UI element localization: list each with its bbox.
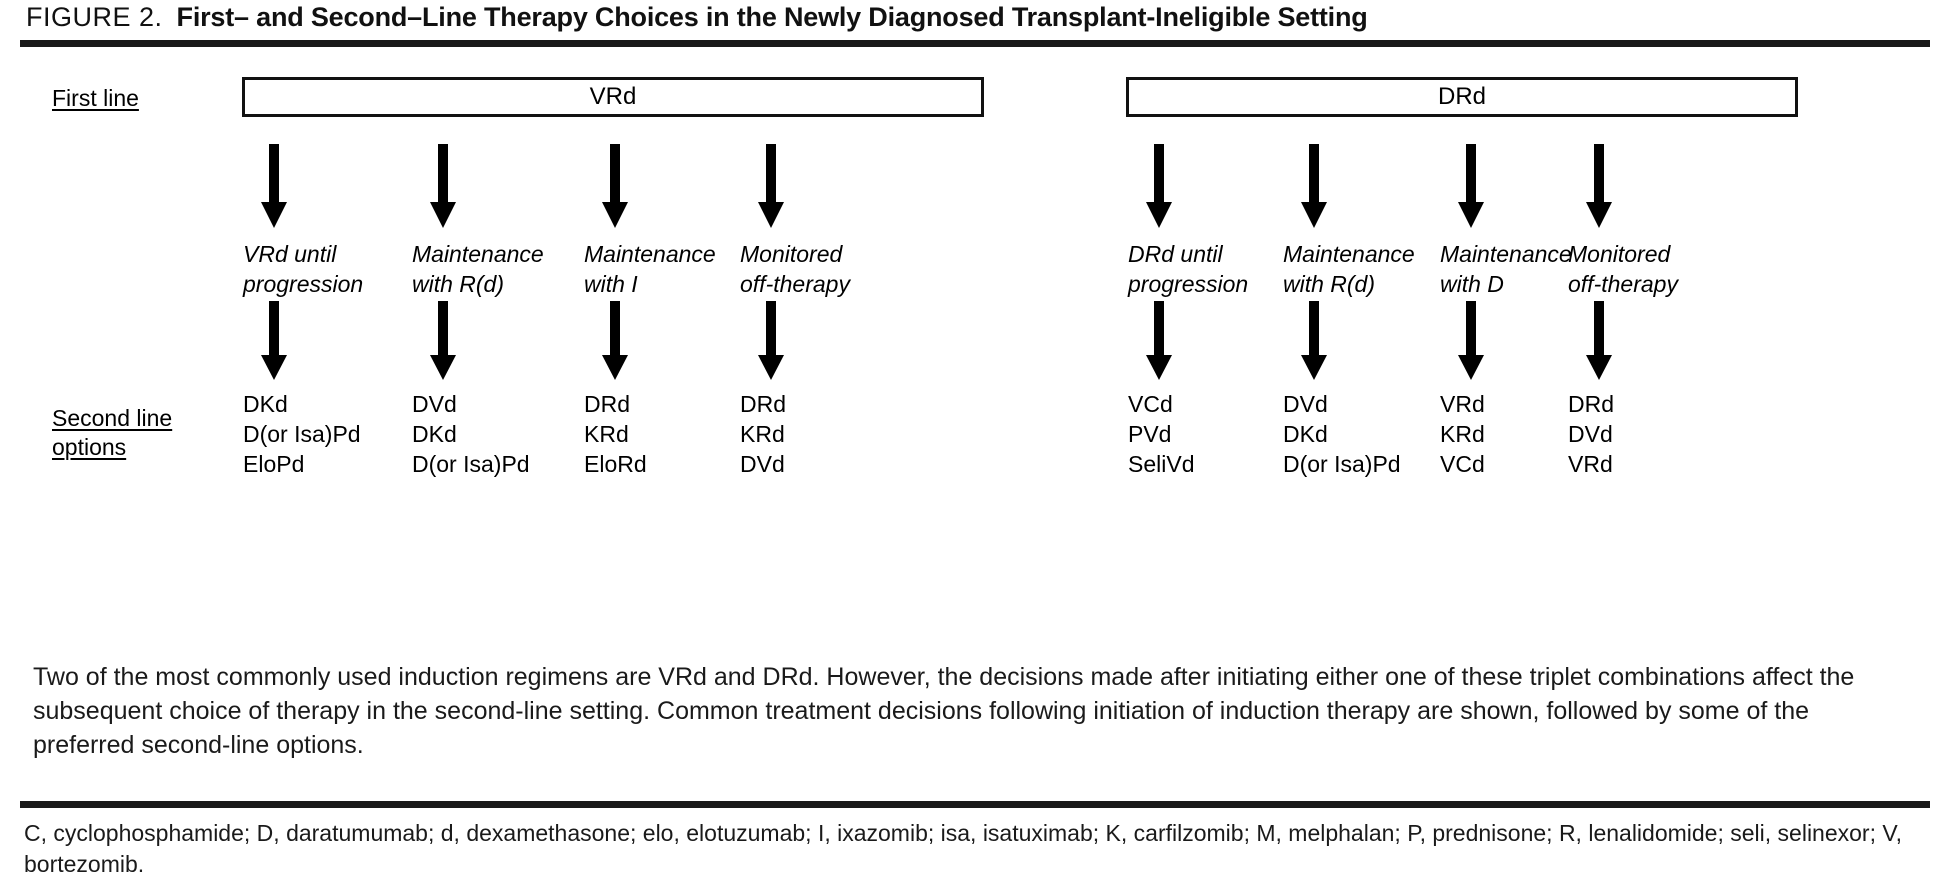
option-item: DRd [740, 391, 787, 417]
down-arrow-icon [758, 144, 784, 228]
footer-divider [20, 801, 1930, 808]
option-item: DKd [1283, 421, 1328, 447]
option-item: EloRd [584, 451, 647, 477]
option-item: PVd [1128, 421, 1172, 447]
flow-column-4-label: Monitored off-therapy [740, 241, 850, 297]
down-arrow-icon [1458, 301, 1484, 380]
option-item: KRd [1440, 421, 1485, 447]
second-line-options-6: DVd DKd D(or Isa)Pd [1283, 389, 1458, 479]
flow-column-5-label: DRd until progression [1128, 241, 1249, 297]
flow-column-6-label: Maintenance with R(d) [1283, 241, 1415, 297]
second-line-options-4: DRd KRd DVd [740, 389, 915, 479]
option-item: KRd [740, 421, 785, 447]
option-item: VRd [1440, 391, 1485, 417]
option-item: VCd [1128, 391, 1173, 417]
columns-container: VRd until progression DKd D(or Isa)Pd El… [0, 47, 1942, 637]
option-item: DKd [412, 421, 457, 447]
option-item: VCd [1440, 451, 1485, 477]
arrow-bottom-wrap-5 [1128, 299, 1303, 381]
row-label-first-line: First line [52, 84, 139, 113]
flow-column-8-label: Monitored off-therapy [1568, 241, 1678, 297]
flow-column-7: Maintenance with D VRd KRd VCd [1440, 142, 1615, 479]
regimen-box-drd-label: DRd [1437, 83, 1486, 110]
option-item: VRd [1568, 451, 1613, 477]
arrow-bottom-wrap-3 [584, 299, 759, 381]
flow-column-1: VRd until progression DKd D(or Isa)Pd El… [243, 142, 418, 479]
row-label-first-line-text: First line [52, 85, 139, 111]
row-label-second-line-text-1: Second line [52, 405, 173, 431]
down-arrow-icon [1458, 144, 1484, 228]
option-item: D(or Isa)Pd [243, 421, 361, 447]
flow-column-1-label: VRd until progression [243, 241, 364, 297]
option-item: D(or Isa)Pd [412, 451, 530, 477]
row-label-second-line: Second line options [52, 404, 172, 462]
down-arrow-icon [1301, 144, 1327, 228]
arrow-top-wrap-5 [1128, 142, 1303, 229]
figure-number: FIGURE 2. [26, 2, 163, 32]
flow-column-6: Maintenance with R(d) DVd DKd D(or Isa)P… [1283, 142, 1458, 479]
regimen-box-vrd-label: VRd [589, 83, 637, 110]
option-item: EloPd [243, 451, 305, 477]
flow-column-3-label: Maintenance with I [584, 241, 716, 297]
arrow-top-wrap-6 [1283, 142, 1458, 229]
option-item: SeliVd [1128, 451, 1195, 477]
down-arrow-icon [758, 301, 784, 380]
option-item: DVd [1568, 421, 1613, 447]
row-label-second-line-text-2: options [52, 434, 127, 460]
down-arrow-icon [261, 301, 287, 380]
option-item: DVd [412, 391, 457, 417]
arrow-top-wrap-1 [243, 142, 418, 229]
down-arrow-icon [261, 144, 287, 228]
arrow-top-wrap-4 [740, 142, 915, 229]
regimen-box-drd: DRd [1126, 77, 1798, 117]
flow-column-3: Maintenance with I DRd KRd EloRd [584, 142, 759, 479]
down-arrow-icon [1146, 144, 1172, 228]
arrow-bottom-wrap-6 [1283, 299, 1458, 381]
down-arrow-icon [602, 301, 628, 380]
regimen-box-vrd: VRd [242, 77, 984, 117]
second-line-options-8: DRd DVd VRd [1568, 389, 1743, 479]
option-item: D(or Isa)Pd [1283, 451, 1401, 477]
option-item: DKd [243, 391, 288, 417]
arrow-top-wrap-7 [1440, 142, 1615, 229]
header-divider [20, 40, 1930, 47]
arrow-bottom-wrap-2 [412, 299, 587, 381]
second-line-options-7: VRd KRd VCd [1440, 389, 1615, 479]
second-line-options-3: DRd KRd EloRd [584, 389, 759, 479]
flow-column-2-label: Maintenance with R(d) [412, 241, 544, 297]
option-item: DVd [1283, 391, 1328, 417]
down-arrow-icon [430, 144, 456, 228]
down-arrow-icon [1586, 301, 1612, 380]
arrow-bottom-wrap-1 [243, 299, 418, 381]
second-line-options-5: VCd PVd SeliVd [1128, 389, 1303, 479]
flow-column-4: Monitored off-therapy DRd KRd DVd [740, 142, 915, 479]
flow-column-8: Monitored off-therapy DRd DVd VRd [1568, 142, 1743, 479]
flow-column-2: Maintenance with R(d) DVd DKd D(or Isa)P… [412, 142, 587, 479]
figure-caption: Two of the most commonly used induction … [33, 663, 1855, 759]
arrow-bottom-wrap-8 [1568, 299, 1743, 381]
arrow-bottom-wrap-7 [1440, 299, 1615, 381]
option-item: DRd [1568, 391, 1615, 417]
down-arrow-icon [430, 301, 456, 380]
arrow-bottom-wrap-4 [740, 299, 915, 381]
page-title: First– and Second–Line Therapy Choices i… [176, 2, 1368, 32]
down-arrow-icon [602, 144, 628, 228]
option-item: DVd [740, 451, 785, 477]
figure-header: FIGURE 2. First– and Second–Line Therapy… [26, 2, 1368, 33]
arrow-top-wrap-3 [584, 142, 759, 229]
down-arrow-icon [1301, 301, 1327, 380]
option-item: KRd [584, 421, 629, 447]
abbreviations-footnote: C, cyclophosphamide; D, daratumumab; d, … [24, 820, 1902, 877]
arrow-top-wrap-2 [412, 142, 587, 229]
down-arrow-icon [1146, 301, 1172, 380]
therapy-flow-diagram: First line Second line options VRd DRd V… [0, 47, 1942, 637]
arrow-top-wrap-8 [1568, 142, 1743, 229]
second-line-options-1: DKd D(or Isa)Pd EloPd [243, 389, 418, 479]
flow-column-7-label: Maintenance with D [1440, 241, 1572, 297]
option-item: DRd [584, 391, 631, 417]
down-arrow-icon [1586, 144, 1612, 228]
second-line-options-2: DVd DKd D(or Isa)Pd [412, 389, 587, 479]
flow-column-5: DRd until progression VCd PVd SeliVd [1128, 142, 1303, 479]
